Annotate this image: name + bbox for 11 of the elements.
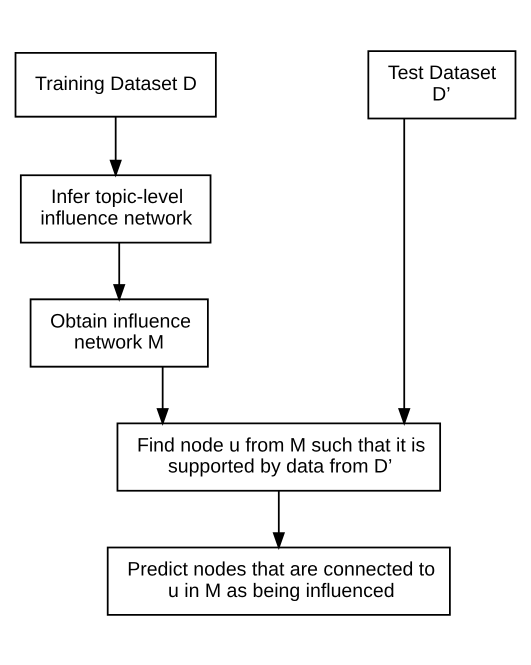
arrow [109,116,122,178]
node-box: Training Dataset D [14,51,217,118]
node-box: Predict nodes that are connected to u in M as being influenced [106,546,451,616]
node-box: Find node u from M such that it is supported by data from D’ [116,422,442,492]
node-box: Test Dataset D’ [367,50,516,119]
arrow [272,490,286,550]
arrow [113,242,126,302]
node-box: Infer topic-level influence network [20,174,212,243]
arrow [398,118,410,426]
node-box: Obtain influence network M [30,298,209,368]
arrow [156,366,169,426]
